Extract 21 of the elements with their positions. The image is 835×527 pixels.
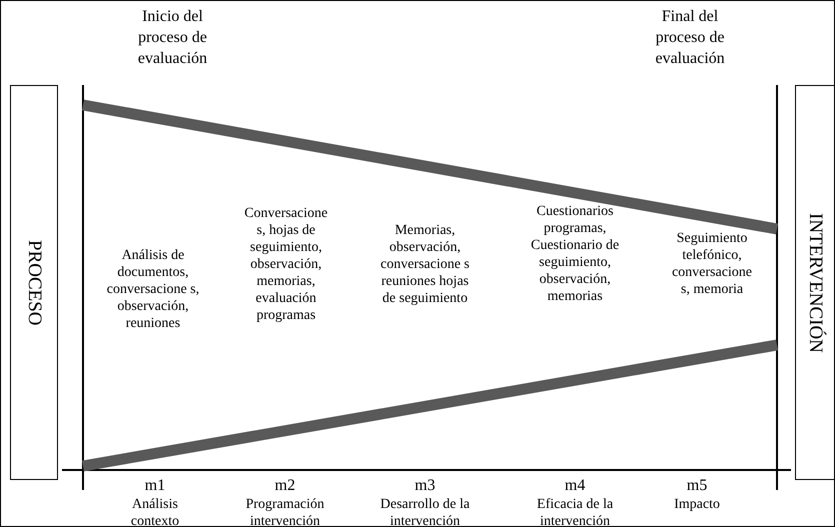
intervention-box [795,85,835,480]
moment-code: m1 [144,477,166,494]
moment-title: Impacto [673,496,721,513]
box-label: PROCESO [23,240,45,326]
moment-title: Análisis contexto [130,496,180,527]
moment-code: m4 [564,477,586,494]
end-note: Final del proceso de evaluación [654,7,726,69]
start-note: Inicio del proceso de evaluación [136,7,208,69]
box-label: INTERVENCIÓN [804,212,826,352]
moment-title: Programación intervención [244,496,326,527]
method-text: Conversacione s, hojas de seguimiento, observación, memorias, evaluación programas [243,205,329,324]
moment-code: m3 [414,477,436,494]
method-text: Seguimiento telefónico, conversacione s, memoria [670,230,754,298]
process-box [10,85,58,480]
method-text: Cuestionarios programas, Cuestionario de seguimiento, observación, memorias [530,203,620,305]
method-text: Memorias, observación, conversacione s reuniones hojas de seguimiento [379,222,471,307]
moment-title: Eficacia de la intervención [536,496,614,527]
moment-code: m2 [274,477,296,494]
moment-title: Desarrollo de la intervención [379,496,471,527]
method-text: Análisis de documentos, conversacione s, observación, reuniones [106,247,200,332]
moment-code: m5 [686,477,708,494]
